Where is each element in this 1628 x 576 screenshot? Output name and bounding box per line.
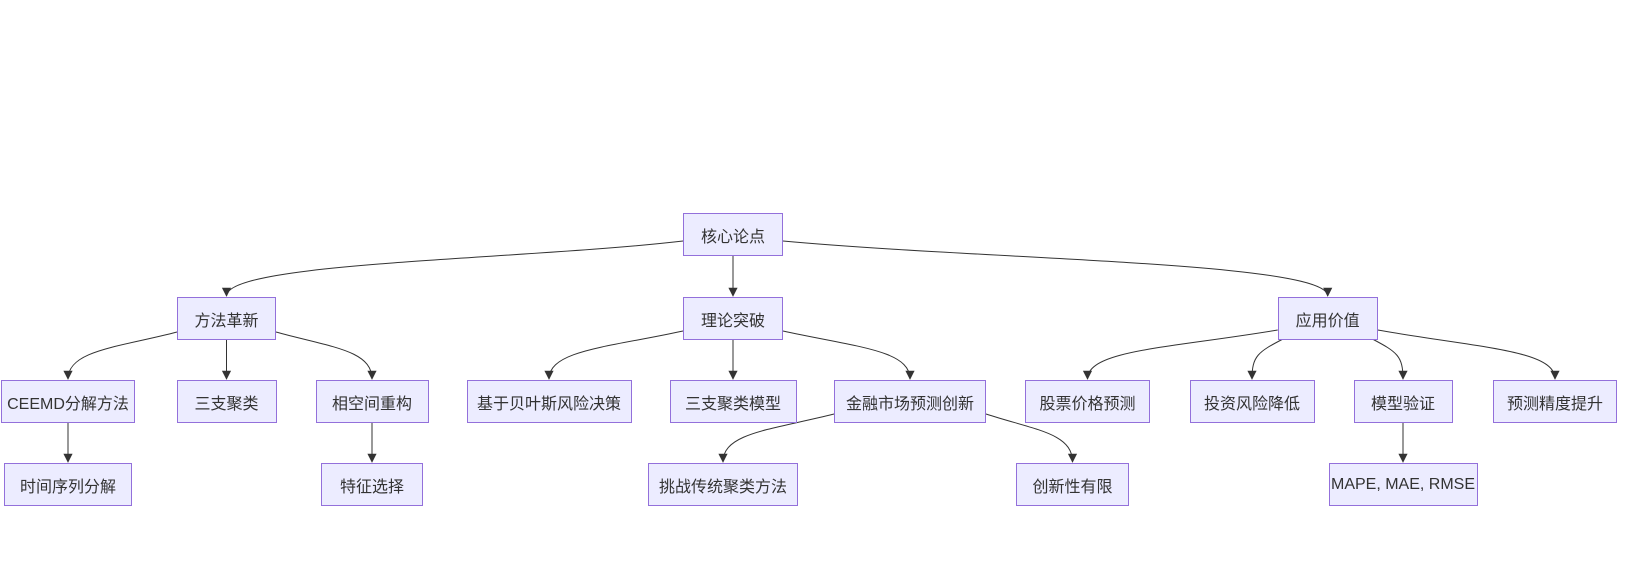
node-validation: 模型验证 <box>1353 380 1453 423</box>
edge-root-application <box>782 240 1333 297</box>
edge-method-ceemd <box>63 331 178 380</box>
node-finance_innovation: 金融市场预测创新 <box>834 380 986 423</box>
node-accuracy: 预测精度提升 <box>1493 380 1617 423</box>
edge-application-accuracy <box>1377 329 1560 380</box>
node-metrics: MAPE, MAE, RMSE <box>1328 463 1478 506</box>
node-method: 方法革新 <box>177 297 276 340</box>
node-theory: 理论突破 <box>683 297 783 340</box>
edge-theory-bayes <box>544 330 684 380</box>
node-feature: 特征选择 <box>321 463 423 506</box>
node-bayes: 基于贝叶斯风险决策 <box>466 380 632 423</box>
node-stock: 股票价格预测 <box>1025 380 1150 423</box>
node-three_way_model: 三支聚类模型 <box>669 380 797 423</box>
edge-application-validation <box>1372 338 1408 380</box>
node-challenge: 挑战传统聚类方法 <box>648 463 798 506</box>
edge-application-stock <box>1082 329 1278 380</box>
edge-finance_innovation-challenge <box>718 413 835 463</box>
node-application: 应用价值 <box>1277 297 1378 340</box>
edge-finance_innovation-limited <box>985 413 1078 463</box>
edge-method-phase_space <box>275 331 377 380</box>
node-risk: 投资风险降低 <box>1189 380 1315 423</box>
edge-theory-finance_innovation <box>782 330 915 380</box>
node-root: 核心论点 <box>683 213 783 256</box>
node-ts_decomp: 时间序列分解 <box>4 463 132 506</box>
edge-application-risk <box>1247 338 1284 380</box>
node-phase_space: 相空间重构 <box>315 380 429 423</box>
edge-root-method <box>221 240 684 297</box>
node-three_way: 三支聚类 <box>176 380 277 423</box>
node-ceemd: CEEMD分解方法 <box>1 380 135 423</box>
node-limited: 创新性有限 <box>1016 463 1129 506</box>
